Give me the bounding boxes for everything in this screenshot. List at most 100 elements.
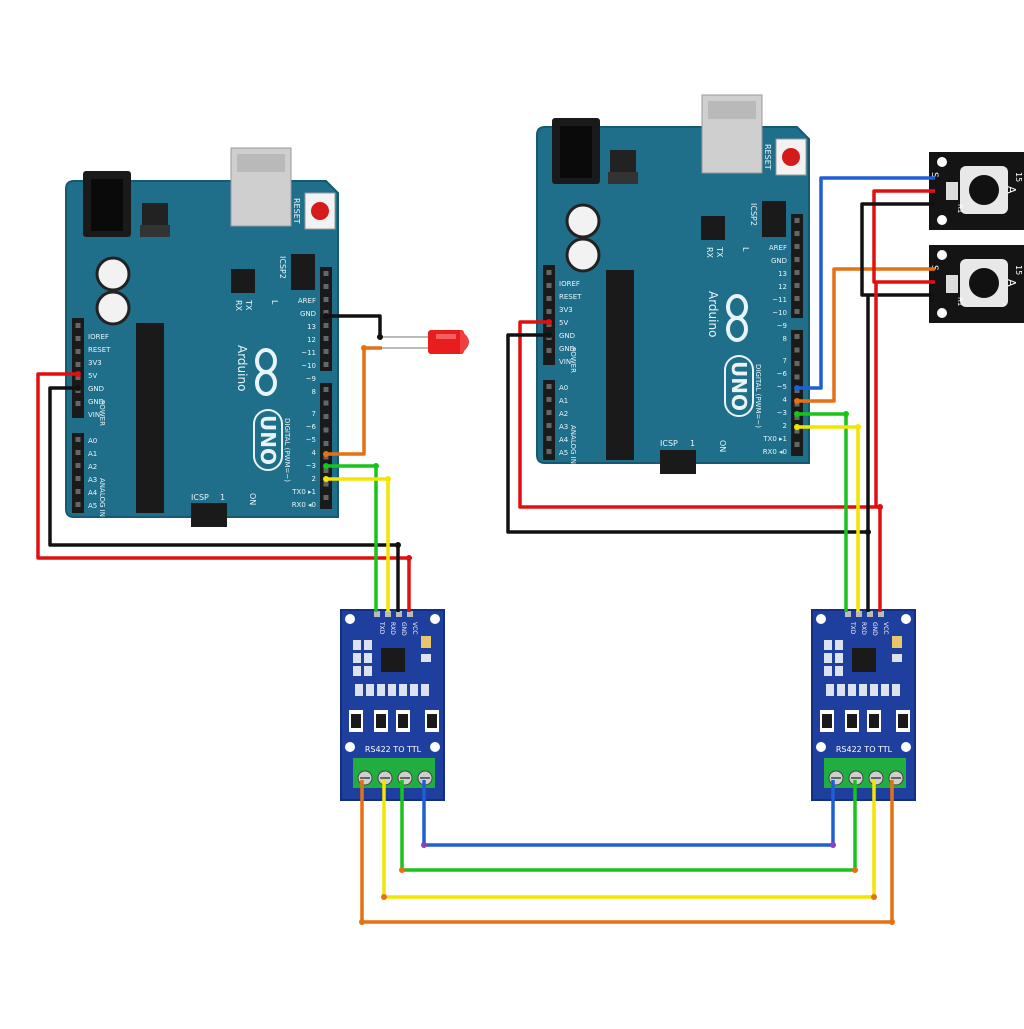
rs422-pin-label: GND — [871, 622, 878, 636]
usb-chip — [701, 216, 725, 240]
resistor — [946, 182, 958, 200]
header-pins — [546, 384, 552, 454]
capacitor-2 — [95, 290, 131, 326]
arduino-uno-right: RESET ICSP2 TX RX L Arduino UNO DIGITAL … — [536, 94, 810, 474]
power-label: POWER — [569, 347, 577, 373]
header-pin — [867, 611, 873, 617]
rs422-pin-label: RXD — [389, 622, 396, 635]
wire-junction — [889, 919, 895, 925]
icsp2-label: ICSP2 — [749, 203, 758, 226]
uno-badge: UNO — [724, 355, 754, 417]
wire-junction — [546, 332, 552, 338]
pin-label: A3 — [559, 423, 568, 431]
pin-label: VIN — [559, 358, 571, 366]
wire-junction — [406, 555, 412, 561]
pin-label: A5 — [88, 502, 97, 510]
pin-label: RX0 ◂0 — [292, 501, 316, 509]
pin-label: ~5 — [777, 383, 787, 391]
tx-label: TX — [715, 246, 724, 258]
icsp-header — [660, 450, 696, 474]
on-label: ON — [718, 440, 727, 452]
minus-label: - — [999, 210, 1009, 213]
led-body — [428, 330, 464, 354]
header-pin — [856, 611, 862, 617]
pin-label: RX0 ◂0 — [763, 448, 787, 456]
voltage-regulator-base — [140, 225, 170, 237]
analog-header — [543, 380, 555, 460]
rs422-pin-label: TXD — [849, 621, 856, 635]
pin-label: ~3 — [777, 409, 787, 417]
pin-label: 12 — [307, 336, 316, 344]
wire-junction — [855, 424, 861, 430]
pin-label: 13 — [778, 270, 787, 278]
wire-junction — [323, 476, 329, 482]
push-button-icon[interactable] — [969, 268, 999, 298]
pin-label: ~11 — [772, 296, 787, 304]
mount-hole — [430, 742, 440, 752]
wire-junction — [843, 411, 849, 417]
pin-label: TX0 ▸1 — [762, 435, 787, 443]
pin-label: 8 — [783, 335, 787, 343]
a-label: A — [1005, 186, 1018, 194]
mount-hole — [816, 742, 826, 752]
header-pins — [75, 437, 81, 507]
tx-label: TX — [244, 299, 253, 311]
rs422-title: RS422 TO TTL — [836, 745, 893, 754]
arduino-uno-left: RESET ICSP2 TX RX L Arduino UNO DIGITAL … — [65, 147, 339, 527]
wire-left-gnd — [48, 386, 400, 612]
rs422-pin-label: GND — [400, 622, 407, 636]
header-pin — [396, 611, 402, 617]
one-label: 1 — [690, 439, 695, 448]
wire-junction — [871, 894, 877, 900]
uno-badge: UNO — [253, 409, 283, 471]
reset-button-cap — [311, 202, 329, 220]
brand-label: Arduino — [235, 345, 249, 391]
power-header — [72, 318, 84, 418]
atmega-chip — [136, 323, 164, 513]
wire-left-led-gnd — [326, 314, 382, 337]
pin-label: GND — [771, 257, 787, 265]
wire-junction — [323, 313, 329, 319]
header-pin — [385, 611, 391, 617]
pin-label: 12 — [778, 283, 787, 291]
pin-label: 4 — [783, 396, 788, 404]
reset-label: RESET — [292, 198, 301, 224]
wire-bus-orange — [360, 780, 894, 924]
pin-label: 8 — [312, 388, 316, 396]
brand-label: Arduino — [706, 291, 720, 337]
model-label: UNO — [256, 415, 280, 465]
icsp-header — [191, 503, 227, 527]
pin-label: ~3 — [306, 462, 316, 470]
led-dome — [460, 330, 469, 354]
wire-junction — [323, 463, 329, 469]
num-label: 15 — [1014, 172, 1023, 182]
pin-label: AREF — [298, 297, 316, 305]
pin-label: IOREF — [559, 280, 580, 288]
push-button-icon[interactable] — [969, 175, 999, 205]
pin-label: A0 — [88, 437, 97, 445]
mount-hole — [345, 614, 355, 624]
pin-label: RESET — [88, 346, 111, 354]
wire-junction — [75, 371, 81, 377]
infinity-logo-icon — [255, 348, 277, 396]
pin-label: ~10 — [301, 362, 316, 370]
pin-label: 7 — [312, 410, 316, 418]
capacitor-1 — [565, 203, 601, 239]
power-label: POWER — [98, 400, 106, 426]
wire-junction — [399, 867, 405, 873]
capacitor — [892, 636, 902, 648]
voltage-regulator — [142, 203, 168, 225]
pin-label: A0 — [559, 384, 568, 392]
l-label: L — [741, 247, 750, 252]
wire-junction — [865, 529, 871, 535]
